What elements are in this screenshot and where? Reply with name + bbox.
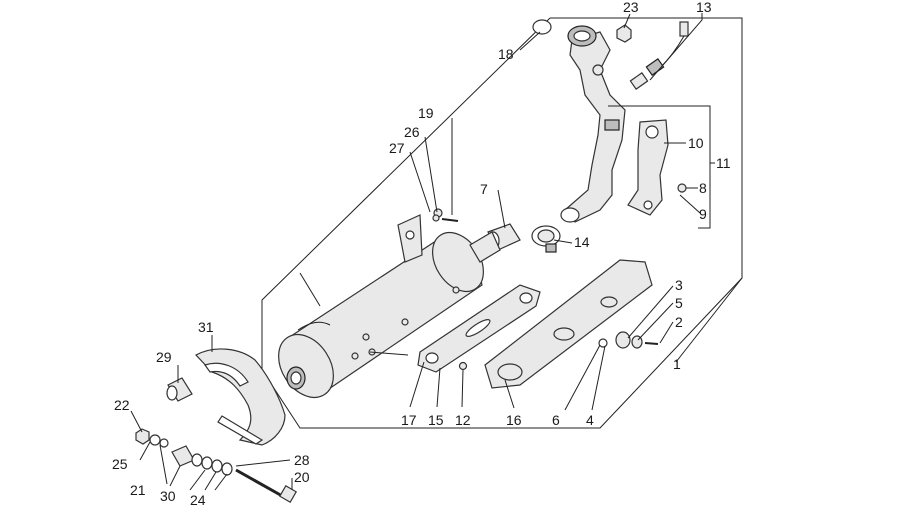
callout-13: 13	[696, 0, 712, 15]
strap-bolt	[235, 468, 298, 504]
callout-28: 28	[294, 452, 310, 468]
callout-23: 23	[623, 0, 639, 15]
callout-11: 11	[716, 155, 731, 171]
callout-10: 10	[688, 135, 704, 151]
rubber-spacer	[166, 377, 193, 402]
callout-14: 14	[574, 234, 590, 250]
leader-lines	[130, 13, 743, 491]
callout-15: 15	[428, 412, 444, 428]
callout-12: 12	[455, 412, 471, 428]
plate-screw	[458, 361, 468, 371]
callout-18: 18	[498, 46, 514, 62]
muffler-heat-shield	[484, 259, 653, 389]
shield-fasteners	[598, 331, 659, 349]
callout-3: 3	[675, 277, 683, 293]
muffler-mount-tab	[397, 214, 423, 263]
callout-4: 4	[586, 412, 594, 428]
callout-25: 25	[112, 456, 128, 472]
callout-27: 27	[389, 140, 405, 156]
muffler-body	[278, 231, 501, 398]
mount-bolt	[432, 208, 459, 222]
bracket-plate	[417, 284, 541, 373]
callout-22: 22	[114, 397, 130, 413]
oxygen-sensor	[629, 21, 689, 90]
assembly-outline	[261, 17, 743, 429]
heat-shield-bracket	[627, 119, 669, 216]
lower-spacer	[171, 445, 195, 467]
gasket-ring	[532, 19, 552, 35]
callout-31: 31	[198, 319, 214, 335]
callout-26: 26	[404, 124, 420, 140]
callout-20: 20	[294, 469, 310, 485]
callout-7: 7	[480, 181, 488, 197]
callout-6: 6	[552, 412, 560, 428]
callout-labels: 1 2 3 4 5 6 7 8 9 10 11 12 13 14 15 16 1…	[112, 0, 731, 508]
callout-2: 2	[675, 314, 683, 330]
callout-5: 5	[675, 295, 683, 311]
callout-9: 9	[699, 206, 707, 222]
callout-29: 29	[156, 349, 172, 365]
bracket-screw	[677, 183, 687, 193]
pipe-clamp	[531, 225, 561, 253]
callout-1: 1	[673, 356, 681, 372]
callout-21: 21	[130, 482, 146, 498]
callout-30: 30	[160, 488, 176, 504]
callout-24: 24	[190, 492, 206, 508]
washer-set	[191, 453, 233, 476]
header-pipe	[560, 25, 626, 223]
callout-19: 19	[418, 105, 434, 121]
muffler-strap	[195, 348, 286, 446]
callout-16: 16	[506, 412, 522, 428]
callout-17: 17	[401, 412, 417, 428]
callout-8: 8	[699, 180, 707, 196]
strap-nut-washers	[135, 428, 169, 448]
